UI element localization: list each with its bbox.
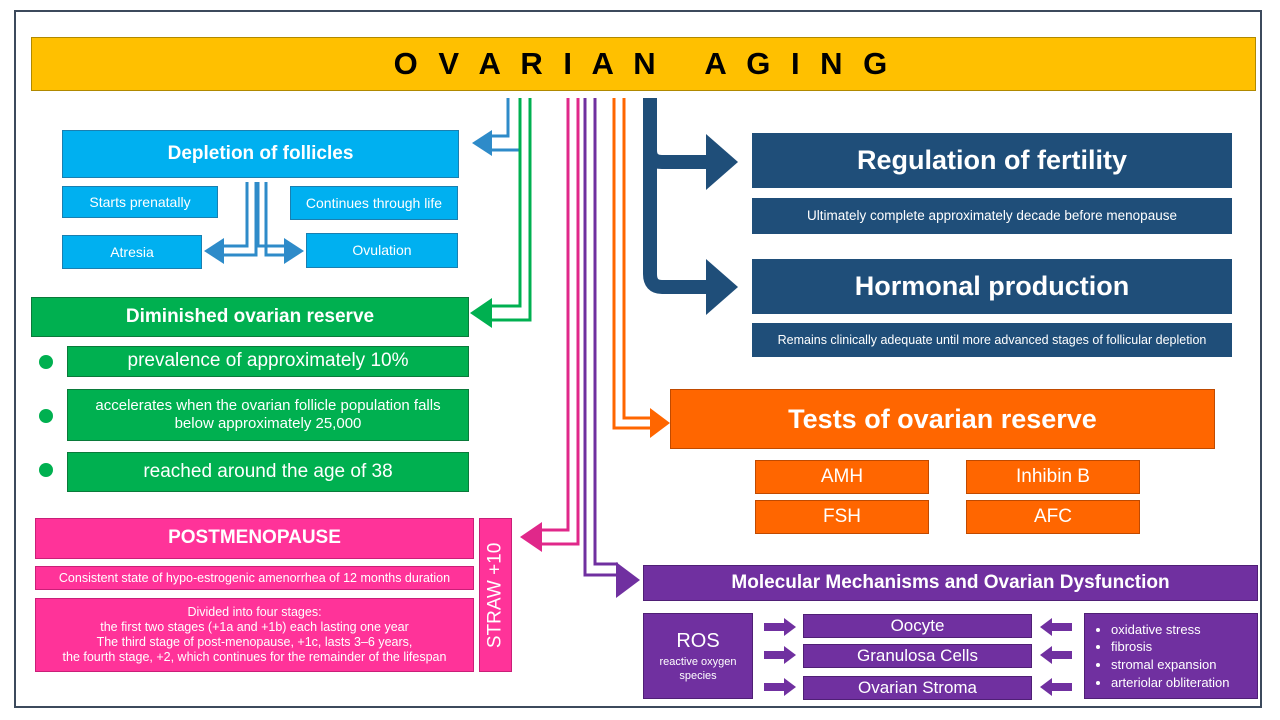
ros-label: ROS (676, 630, 720, 653)
arrow-head-tests (650, 408, 670, 438)
straw-label: STRAW +10 (479, 518, 512, 672)
hormonal-title: Hormonal production (752, 259, 1232, 314)
target-oocyte: Oocyte (803, 614, 1032, 638)
diminished-item: prevalence of approximately 10% (67, 346, 469, 377)
fertility-title: Regulation of fertility (752, 133, 1232, 188)
arrow-to-molecular (583, 98, 618, 577)
arrow-to-hormonal (643, 150, 712, 294)
arrow-head-ovulation (284, 238, 304, 264)
arrow-head-hormonal (706, 259, 738, 315)
postmenopause-stages: Divided into four stages: the first two … (35, 598, 474, 672)
arrow-head-fertility (706, 134, 738, 190)
factor-item: stromal expansion (1111, 656, 1230, 674)
arrow-to-diminished (490, 98, 532, 322)
factors-box: oxidative stress fibrosis stromal expans… (1084, 613, 1258, 699)
arrow-to-depletion (488, 98, 522, 152)
diminished-item: accelerates when the ovarian follicle po… (67, 389, 469, 441)
arrow-head-atresia (204, 238, 224, 264)
postmenopause-title: POSTMENOPAUSE (35, 518, 474, 559)
ros-to-targets-arrows (764, 618, 796, 696)
ros-full: reactive oxygen species (659, 656, 737, 682)
postmenopause-definition: Consistent state of hypo-estrogenic amen… (35, 566, 474, 590)
bullet-dot (39, 463, 53, 477)
page-title: O V A R I A N A G I N G (393, 46, 894, 82)
test-fsh: FSH (755, 500, 929, 534)
target-ovarian-stroma: Ovarian Stroma (803, 676, 1032, 700)
arrow-to-postmenopause (540, 98, 580, 546)
bullet-dot (39, 355, 53, 369)
depletion-continues: Continues through life (290, 186, 458, 220)
diminished-item: reached around the age of 38 (67, 452, 469, 492)
depletion-starts: Starts prenatally (62, 186, 218, 218)
tests-title: Tests of ovarian reserve (670, 389, 1215, 449)
depletion-atresia: Atresia (62, 235, 202, 269)
factors-list: oxidative stress fibrosis stromal expans… (1093, 621, 1230, 691)
depletion-ovulation: Ovulation (306, 233, 458, 268)
fertility-note: Ultimately complete approximately decade… (752, 198, 1232, 234)
arrow-to-tests (612, 98, 652, 430)
hormonal-note: Remains clinically adequate until more a… (752, 323, 1232, 357)
arrow-head-depletion (472, 130, 492, 156)
outer-frame (14, 10, 1262, 708)
test-afc: AFC (966, 500, 1140, 534)
bullet-dot (39, 409, 53, 423)
factor-item: arteriolar obliteration (1111, 674, 1230, 692)
depletion-title: Depletion of follicles (62, 130, 459, 178)
factor-item: fibrosis (1111, 638, 1230, 656)
arrow-to-fertility (643, 98, 712, 169)
test-inhibin-b: Inhibin B (966, 460, 1140, 494)
diminished-title: Diminished ovarian reserve (31, 297, 469, 337)
test-amh: AMH (755, 460, 929, 494)
arrow-head-diminished (470, 298, 492, 328)
molecular-title: Molecular Mechanisms and Ovarian Dysfunc… (643, 565, 1258, 601)
factor-item: oxidative stress (1111, 621, 1230, 639)
arrow-head-molecular (616, 562, 640, 598)
ros-box: ROS reactive oxygen species (643, 613, 753, 699)
target-granulosa-cells: Granulosa Cells (803, 644, 1032, 668)
arrow-head-postmenopause (520, 522, 542, 552)
title-bar: O V A R I A N A G I N G (31, 37, 1256, 91)
arrow-split-atresia-ovulation (222, 182, 286, 257)
factors-to-targets-arrows (1040, 618, 1072, 696)
